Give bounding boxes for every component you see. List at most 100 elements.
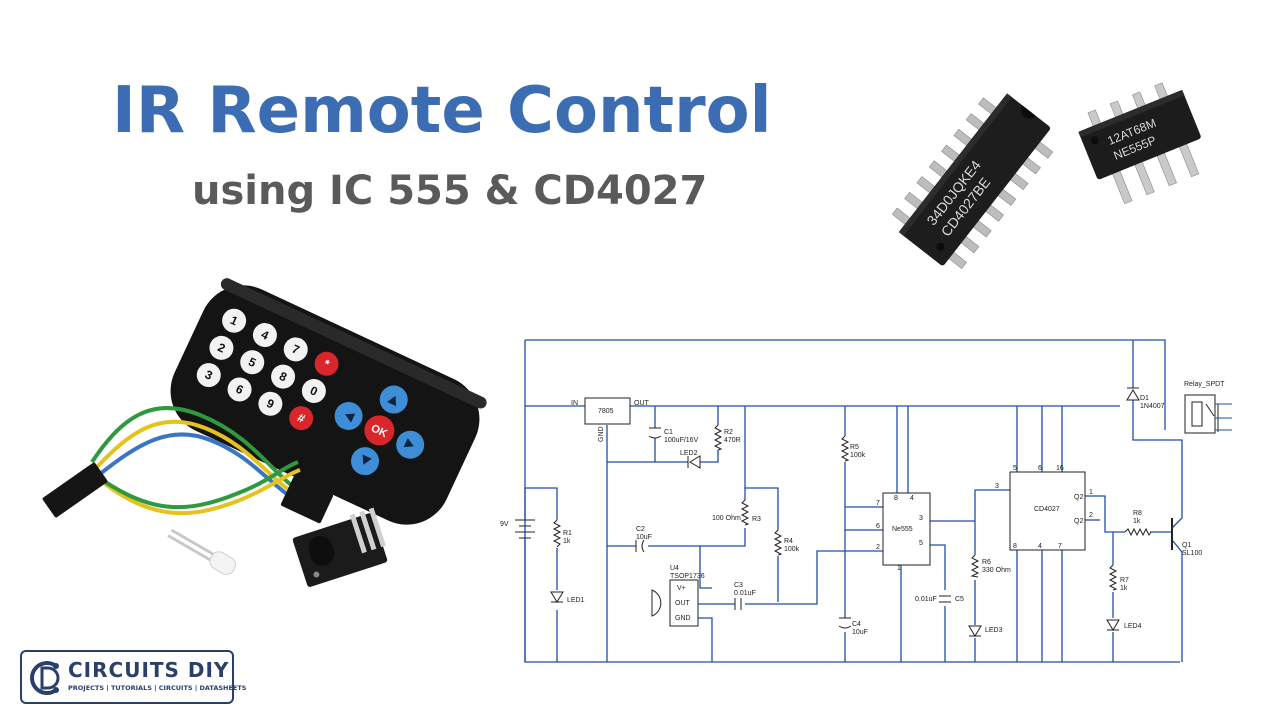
label-r2-value: 470R xyxy=(724,437,741,444)
label-r7: R7 xyxy=(1120,577,1129,584)
label-r5: R5 xyxy=(850,444,859,451)
tsop1736-receiver xyxy=(669,579,699,627)
label-7805: 7805 xyxy=(598,408,614,415)
label-r5-value: 100k xyxy=(850,452,866,459)
label-555-p7: 7 xyxy=(876,500,880,507)
capacitor-c5 xyxy=(939,595,951,603)
label-4027-p5: 5 xyxy=(1013,465,1017,472)
label-reg-gnd: GND xyxy=(598,426,605,442)
label-555-p3: 3 xyxy=(919,515,923,522)
label-tsop-out: OUT xyxy=(675,600,691,607)
remote-key xyxy=(240,350,265,375)
resistor-r5 xyxy=(840,435,850,462)
label-c1: C1 xyxy=(664,429,673,436)
label-led2: LED2 xyxy=(680,450,698,457)
relay-spdt xyxy=(1184,394,1216,434)
label-555-p1: 1 xyxy=(897,565,901,572)
remote-key xyxy=(271,364,296,389)
resistor-r8 xyxy=(1124,527,1152,537)
label-555-p8: 8 xyxy=(894,495,898,502)
capacitor-c2 xyxy=(635,539,645,553)
page-title: IR Remote Control xyxy=(112,74,772,148)
label-cd4027: CD4027 xyxy=(1034,506,1060,513)
label-4027-p2: 2 xyxy=(1089,512,1093,519)
label-tsop-gnd: GND xyxy=(675,615,691,622)
label-q1-value: SL100 xyxy=(1182,550,1202,557)
remote-key xyxy=(301,378,326,403)
circuits-diy-logo[interactable]: CIRCUITS DIY PROJECTS | TUTORIALS | CIRC… xyxy=(20,650,246,704)
page-subtitle: using IC 555 & CD4027 xyxy=(192,168,708,214)
label-4027-p8: 8 xyxy=(1013,543,1017,550)
label-r1-value: 1k xyxy=(563,538,571,545)
remote-dpad: OK xyxy=(334,385,425,476)
label-r3-value: 100 Ohm xyxy=(712,515,741,522)
label-r6-value: 330 Ohm xyxy=(982,567,1011,574)
label-r8: R8 xyxy=(1133,510,1142,517)
label-r6: R6 xyxy=(982,559,991,566)
label-c2-value: 10uF xyxy=(636,534,652,541)
logo-tagline: PROJECTS | TUTORIALS | CIRCUITS | DATASH… xyxy=(68,684,247,692)
label-relay: Relay_SPDT xyxy=(1184,381,1225,388)
remote-key xyxy=(252,323,277,348)
label-4027-q2bar: Q2 xyxy=(1074,518,1083,525)
led4-symbol xyxy=(1106,619,1120,631)
cd4027-chip-image: 34D0JQKE4 CD4027BE xyxy=(891,93,1054,269)
ne555-chip-image: 12AT68M NE555P xyxy=(1078,82,1201,205)
remote-key xyxy=(283,337,308,362)
capacitor-c3 xyxy=(734,598,742,610)
label-4027-q2: Q2 xyxy=(1074,494,1083,501)
capacitor-c4 xyxy=(838,617,852,629)
remote-key xyxy=(258,391,283,416)
resistor-r3 xyxy=(740,499,750,526)
label-r1: R1 xyxy=(563,530,572,537)
remote-key xyxy=(222,308,247,333)
resistor-r1 xyxy=(552,519,562,548)
label-reg-in: IN xyxy=(571,400,578,407)
label-c5: C5 xyxy=(955,596,964,603)
ir-led-image xyxy=(167,528,237,575)
label-555-p6: 6 xyxy=(876,523,880,530)
label-4027-p7: 7 xyxy=(1058,543,1062,550)
led1-symbol xyxy=(550,591,564,603)
regulator-7805 xyxy=(584,397,631,425)
logo-name: CIRCUITS DIY xyxy=(68,658,230,682)
label-q1: Q1 xyxy=(1182,542,1191,549)
connector-housing-left xyxy=(42,462,108,518)
label-r8-value: 1k xyxy=(1133,518,1141,525)
logo-mark-icon xyxy=(30,661,60,695)
jumper-wires-image xyxy=(90,406,303,516)
remote-key xyxy=(209,335,234,360)
remote-key xyxy=(227,377,252,402)
label-c2: C2 xyxy=(636,526,645,533)
label-led1: LED1 xyxy=(567,597,585,604)
label-4027-p1: 1 xyxy=(1089,489,1093,496)
label-555-p2: 2 xyxy=(876,544,880,551)
label-c4-value: 10uF xyxy=(852,629,868,636)
resistor-r6 xyxy=(970,554,980,578)
label-c4: C4 xyxy=(852,621,861,628)
label-4027-p6: 6 xyxy=(1038,465,1042,472)
remote-key-label: * xyxy=(321,356,331,371)
label-reg-out: OUT xyxy=(634,400,650,407)
remote-key xyxy=(314,351,339,376)
resistor-r7 xyxy=(1108,564,1118,591)
resistor-r4 xyxy=(773,529,783,556)
label-c5-value: 0.01uF xyxy=(915,596,937,603)
label-d1: D1 xyxy=(1140,395,1149,402)
led3-symbol xyxy=(968,625,982,637)
remote-key xyxy=(196,363,221,388)
ir-receiver-module-image xyxy=(292,507,388,587)
label-r4: R4 xyxy=(784,538,793,545)
resistor-r2 xyxy=(713,424,723,451)
label-4027-p3: 3 xyxy=(995,483,999,490)
label-battery: 9V xyxy=(500,521,509,528)
label-tsop-vplus: V+ xyxy=(677,585,686,592)
label-c1-value: 100uF/16V xyxy=(664,437,699,444)
label-r3: R3 xyxy=(752,516,761,523)
label-r4-value: 100k xyxy=(784,546,800,553)
label-r7-value: 1k xyxy=(1120,585,1128,592)
label-led4: LED4 xyxy=(1124,623,1142,630)
